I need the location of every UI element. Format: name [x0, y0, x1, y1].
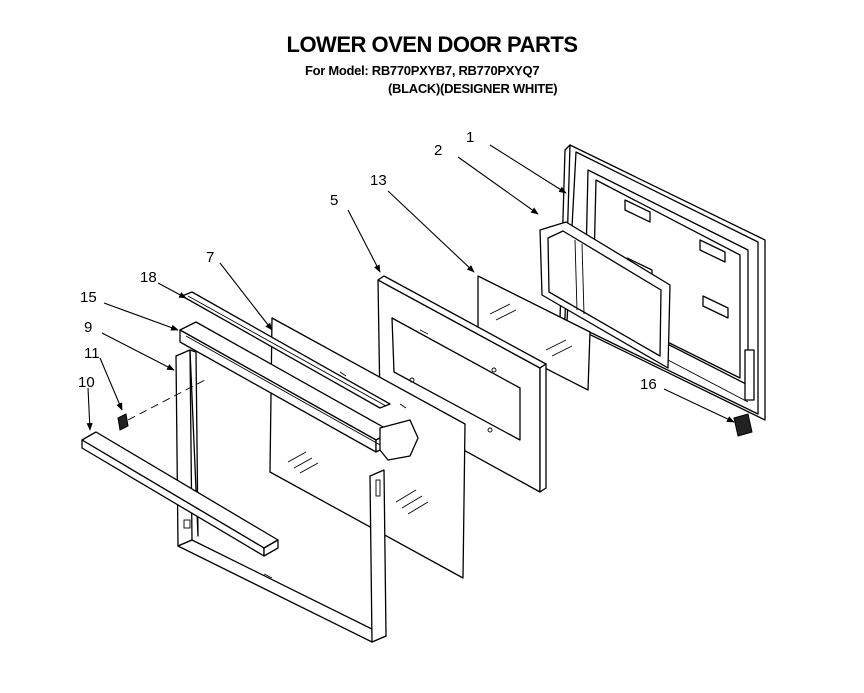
callout-9: 9 — [84, 319, 92, 336]
callout-18: 18 — [140, 269, 157, 286]
callout-2: 2 — [434, 142, 442, 159]
callout-5: 5 — [330, 192, 338, 209]
callout-7: 7 — [206, 249, 214, 266]
part-5-door-panel — [377, 275, 547, 493]
part-15-handle — [179, 321, 419, 461]
callout-11: 11 — [84, 345, 100, 362]
part-7-large-glass — [269, 317, 466, 579]
leader-1 — [489, 144, 567, 194]
model-line: For Model: RB770PXYB7, RB770PXYQ7 — [305, 63, 540, 78]
leader-16 — [663, 388, 735, 423]
page-title-text: LOWER OVEN DOOR PARTS — [286, 32, 579, 57]
leader-10 — [86, 387, 93, 431]
callout-10: 10 — [78, 374, 95, 391]
leader-13 — [387, 190, 475, 273]
clip-alignment-dash — [127, 379, 206, 421]
part-16-hinge-block — [733, 413, 753, 437]
leader-9 — [101, 332, 175, 371]
leader-11 — [99, 357, 123, 411]
callout-1: 1 — [466, 129, 474, 146]
leader-2 — [457, 156, 539, 215]
part-11-clip — [117, 413, 129, 431]
leader-18 — [157, 282, 187, 299]
finish-line: (BLACK)(DESIGNER WHITE) — [388, 81, 558, 96]
part-10-bottom-trim — [81, 431, 279, 557]
part-2-door-liner-frame — [539, 221, 671, 369]
callout-13: 13 — [370, 172, 387, 189]
leader-lines — [86, 144, 735, 431]
callout-15: 15 — [80, 289, 97, 306]
leader-5 — [347, 209, 381, 273]
part-18-top-trim — [181, 291, 391, 409]
part-13-small-glass — [477, 275, 591, 391]
page-title: LOWER OVEN DOOR PARTS — [0, 32, 864, 58]
leader-7 — [219, 262, 273, 331]
callout-16: 16 — [640, 376, 657, 393]
leader-15 — [103, 302, 179, 331]
